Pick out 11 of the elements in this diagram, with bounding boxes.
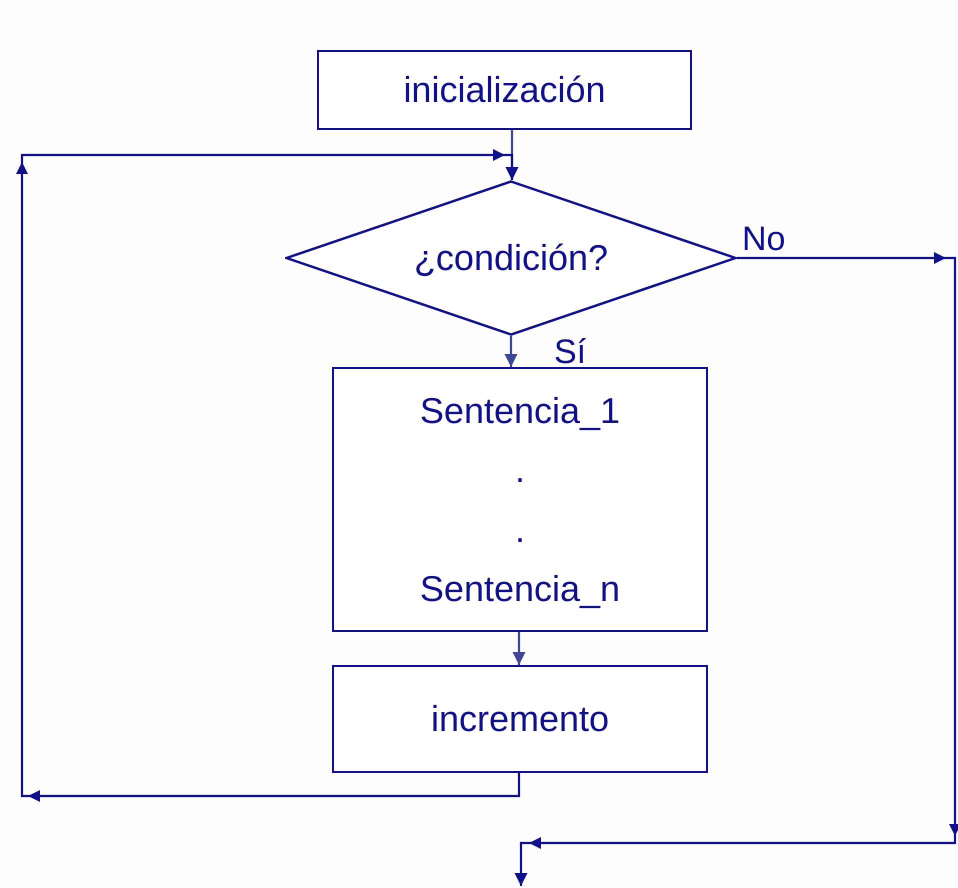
process-box [317,50,692,130]
node-text: . [514,508,525,551]
node-text: incremento [430,697,610,741]
node-text: ¿condición? [414,236,608,280]
process-box [332,367,708,632]
node-text: inicialización [403,68,606,112]
node-text: Sentencia_n [420,566,620,610]
process-box [332,665,708,773]
node-text: . [514,448,525,492]
node-text: Sentencia_1 [420,389,620,432]
decision-diamond [285,180,737,336]
